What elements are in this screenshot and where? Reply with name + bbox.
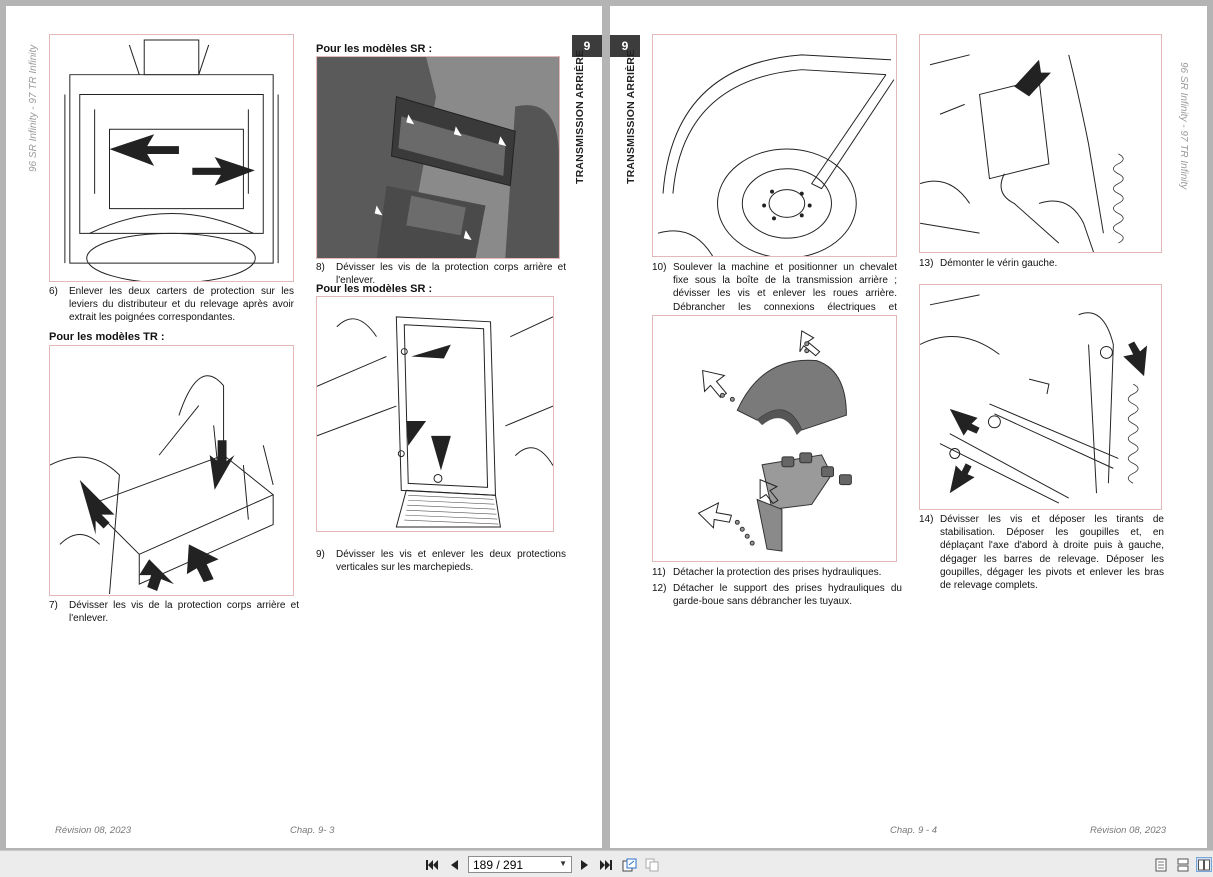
- footer-chapter-page: Chap. 9 - 4: [890, 825, 937, 836]
- illustration-vertical-guards: [317, 316, 553, 528]
- arrow-up-right-icon: [1014, 59, 1051, 97]
- figure-step-7: [49, 345, 294, 596]
- last-page-icon: [600, 859, 612, 870]
- two-page-icon: [1198, 859, 1210, 870]
- arrow-left-icon: [411, 344, 451, 359]
- illustration-rear-wheel: [657, 54, 895, 256]
- illustration-lever-guards: [64, 39, 279, 281]
- step-13: 13) Démonter le vérin gauche.: [919, 258, 1058, 269]
- previous-page-button[interactable]: [447, 857, 461, 872]
- page-number-select[interactable]: 189 / 291 ▼: [468, 856, 572, 873]
- page-indicator: 189 / 291: [473, 857, 524, 872]
- figure-step-6: [49, 34, 294, 282]
- next-page-button[interactable]: [578, 857, 592, 872]
- arrow-down-icon: [209, 440, 235, 490]
- model-side-label: 96 SR Infinity - 97 TR Infinity: [28, 44, 39, 172]
- triangle-right-icon: [581, 859, 588, 870]
- figure-step-11-12: [652, 315, 897, 562]
- copy-button[interactable]: [644, 857, 660, 872]
- triangle-left-icon: [451, 859, 458, 870]
- arrow-right-icon: [949, 408, 980, 436]
- step-9: 9) Dévisser les vis et enlever les deux …: [316, 549, 566, 574]
- heading-sr-models: Pour les modèles SR :: [316, 43, 433, 55]
- heading-sr-models-2: Pour les modèles SR :: [316, 283, 433, 295]
- step-8: 8) Dévisser les vis de la protection cor…: [316, 262, 566, 287]
- illustration-rear-body-guard-tr: [50, 375, 275, 595]
- step-14: 14) Dévisser les vis et déposer les tira…: [919, 514, 1164, 592]
- figure-step-13: [919, 34, 1162, 253]
- export-icon: [622, 858, 636, 871]
- right-page: 9 TRANSMISSION ARRIÈRE 96 SR Infinity - …: [610, 6, 1207, 848]
- figure-step-9: [316, 296, 554, 532]
- heading-tr-models: Pour les modèles TR :: [49, 331, 165, 343]
- export-button[interactable]: [621, 857, 637, 872]
- chapter-number-tab: 9: [610, 35, 640, 57]
- chapter-number-tab: 9: [572, 35, 602, 57]
- illustration-hydraulic-couplers: [697, 330, 852, 552]
- arrow-up-icon: [949, 463, 975, 494]
- chapter-title: TRANSMISSION ARRIÈRE: [625, 49, 637, 184]
- two-page-view-button[interactable]: [1196, 857, 1212, 872]
- arrow-down-right-icon: [79, 479, 115, 535]
- arrow-down-icon: [431, 435, 451, 471]
- arrow-up-left-icon: [1123, 341, 1148, 377]
- figure-step-10: [652, 34, 897, 257]
- step-11: 11) Détacher la protection des prises hy…: [652, 567, 882, 578]
- illustration-stabilizer-links: [920, 294, 1148, 504]
- first-page-button[interactable]: [424, 857, 440, 872]
- step-7: 7) Dévisser les vis de la protection cor…: [49, 600, 299, 625]
- figure-step-8: [316, 56, 560, 259]
- figure-step-14: [919, 284, 1162, 510]
- arrow-down-icon: [406, 420, 427, 446]
- arrow-left-icon: [109, 134, 179, 166]
- copy-icon: [645, 858, 658, 871]
- chevron-down-icon: ▼: [559, 859, 567, 868]
- first-page-icon: [426, 859, 438, 870]
- footer-revision: Révision 08, 2023: [55, 825, 132, 836]
- arrow-down-icon: [139, 559, 174, 592]
- left-page: 96 SR Infinity - 97 TR Infinity 9 TRANSM…: [6, 6, 602, 848]
- continuous-pages-icon: [1177, 858, 1189, 871]
- footer-chapter-page: Chap. 9- 3: [290, 825, 335, 836]
- single-page-view-button[interactable]: [1153, 857, 1169, 872]
- footer-revision: Révision 08, 2023: [1090, 825, 1167, 836]
- arrow-right-icon: [192, 157, 255, 186]
- continuous-view-button[interactable]: [1175, 857, 1191, 872]
- arrow-down-icon: [186, 544, 219, 583]
- single-page-icon: [1155, 858, 1167, 871]
- viewer-toolbar: 189 / 291 ▼: [0, 850, 1213, 877]
- last-page-button[interactable]: [598, 857, 614, 872]
- illustration-left-cylinder: [920, 54, 1124, 252]
- chapter-title: TRANSMISSION ARRIÈRE: [574, 49, 586, 184]
- step-12: 12) Détacher le support des prises hydra…: [652, 583, 902, 608]
- illustration-rear-body-sr: [317, 57, 559, 258]
- step-6: 6) Enlever les deux carters de protectio…: [49, 286, 294, 324]
- model-side-label: 96 SR Infinity - 97 TR Infinity: [1178, 62, 1189, 190]
